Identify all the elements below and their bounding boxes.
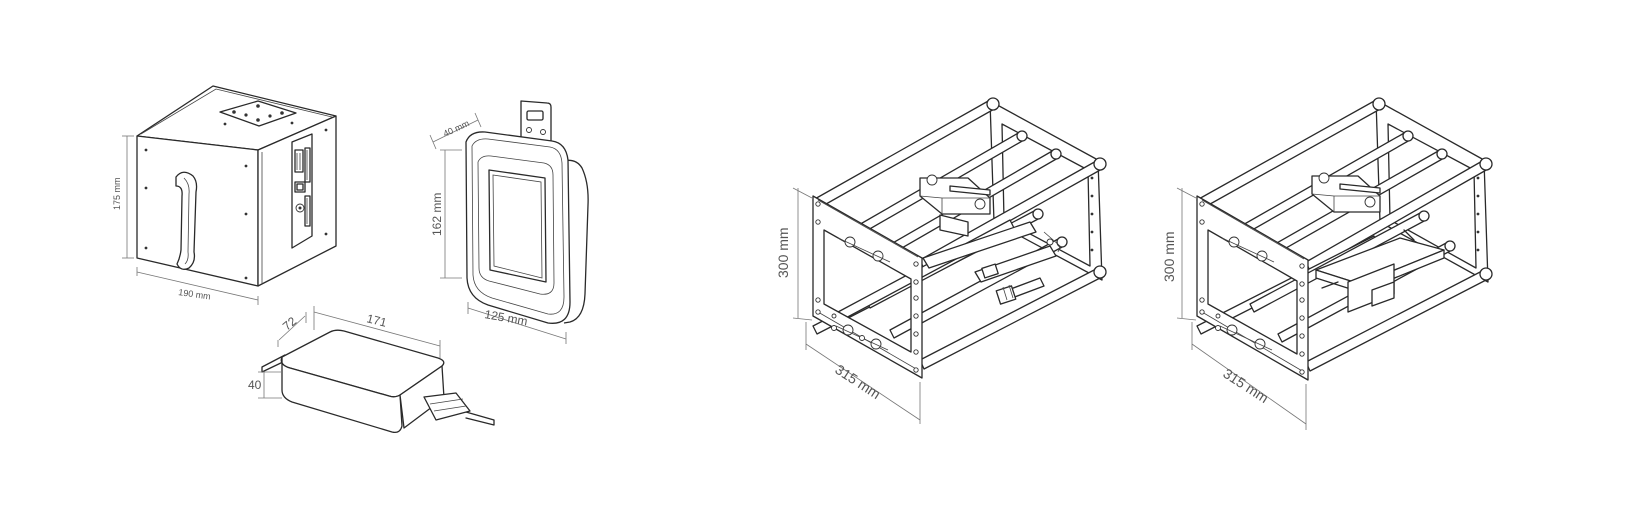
panel-height-label: 162 mm xyxy=(430,193,444,236)
ribbon-frame-unit-2 xyxy=(1176,97,1493,430)
power-supply-drawing xyxy=(258,306,495,434)
printer-unit-drawing xyxy=(122,85,337,305)
printer-height-label: 175 mm xyxy=(112,177,122,210)
psu-height-label: 40 xyxy=(248,378,262,392)
frame2-width-label: 315 mm xyxy=(1220,365,1271,406)
frame1-height-label: 300 mm xyxy=(775,227,791,278)
psu-width-label: 72 xyxy=(280,314,299,334)
frame1-width-label: 315 mm xyxy=(832,361,883,402)
panel-depth-label: 40 mm xyxy=(442,118,471,139)
control-panel-drawing xyxy=(429,100,589,344)
psu-length-label: 171 xyxy=(365,311,388,330)
ribbon-frame-unit-1 xyxy=(792,97,1107,424)
printer-width-label: 190 mm xyxy=(178,287,212,301)
frame2-height-label: 300 mm xyxy=(1161,231,1177,282)
